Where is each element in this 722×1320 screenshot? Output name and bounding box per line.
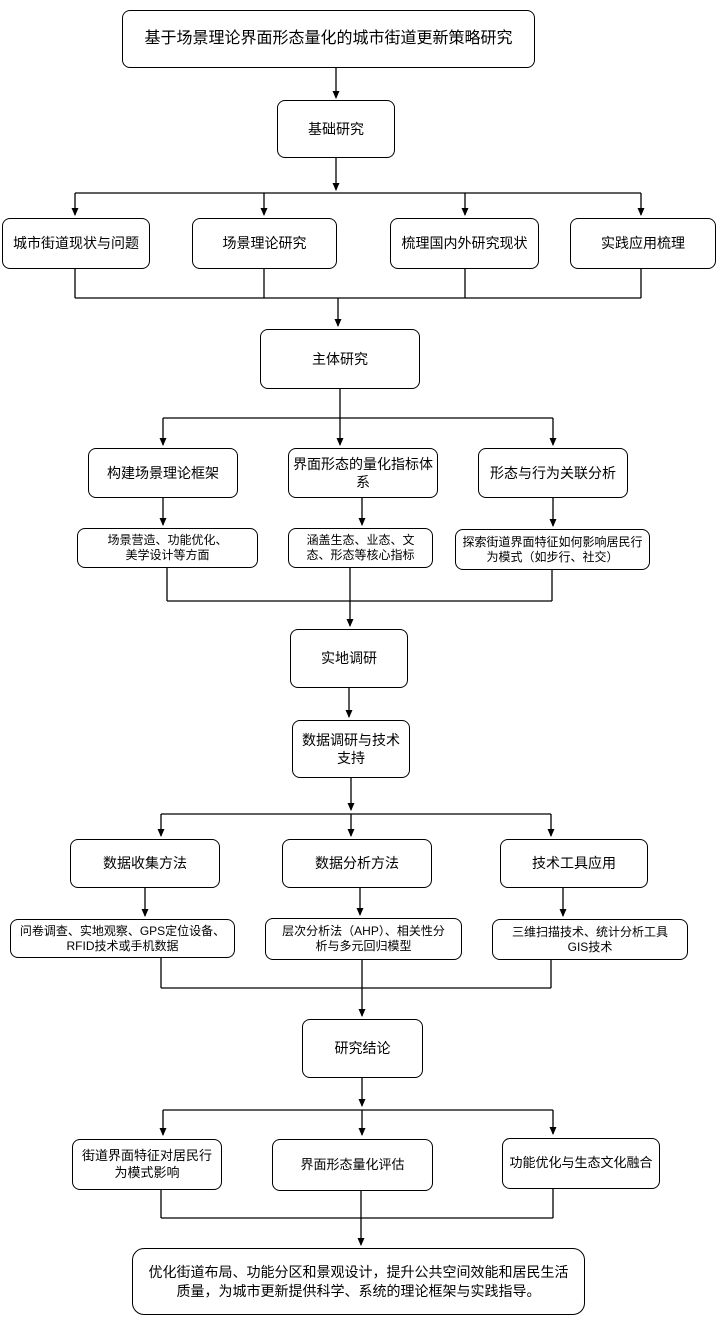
node-collection-detail: 问卷调查、实地观察、GPS定位设备、 RFID技术或手机数据	[10, 919, 235, 958]
merge-to-main-research	[74, 269, 642, 327]
node-tools-detail: 三维扫描技术、统计分析工具 GIS技术	[492, 919, 688, 960]
distributor-conclusion	[159, 1078, 557, 1136]
distributor-basic-research	[71, 158, 645, 216]
node-framework-detail: 场景营造、功能优化、 美学设计等方面	[77, 528, 258, 568]
node-behavior-detail: 探索街道界面特征如何影响居民行 为模式（如步行、社交）	[455, 529, 650, 570]
node-conclusion-behavior: 街道界面特征对居民行 为模式影响	[72, 1139, 222, 1190]
merge-to-conclusion	[160, 958, 552, 1017]
distributor-data-support	[157, 778, 555, 837]
node-analysis-detail: 层次分析法（AHP）、相关性分 析与多元回归模型	[265, 918, 462, 960]
node-current-issues: 城市街道现状与问题	[2, 218, 150, 269]
distributor-main-research	[159, 389, 557, 446]
merge-to-final	[160, 1189, 554, 1246]
node-conclusion: 研究结论	[302, 1019, 423, 1078]
node-main-research: 主体研究	[260, 329, 420, 389]
node-research-title: 基于场景理论界面形态量化的城市街道更新策略研究	[122, 10, 535, 68]
merge-to-field-survey	[166, 568, 553, 627]
node-conclusion-evaluation: 界面形态量化评估	[272, 1139, 433, 1191]
node-quant-indicators: 界面形态的量化指标体 系	[288, 448, 438, 498]
node-literature-review: 梳理国内外研究现状	[390, 218, 539, 269]
node-form-behavior-analysis: 形态与行为关联分析	[478, 448, 628, 498]
node-field-survey: 实地调研	[290, 629, 408, 688]
node-data-collection: 数据收集方法	[70, 839, 220, 888]
node-data-analysis: 数据分析方法	[282, 839, 432, 888]
node-data-support: 数据调研与技术 支持	[292, 720, 410, 778]
connectors-level2-details	[159, 498, 557, 527]
node-conclusion-fusion: 功能优化与生态文化融合	[502, 1138, 660, 1189]
node-theory-framework: 构建场景理论框架	[88, 448, 238, 498]
node-basic-research: 基础研究	[277, 100, 395, 158]
node-practice-review: 实践应用梳理	[570, 218, 716, 269]
node-tech-tools: 技术工具应用	[500, 839, 648, 888]
node-indicators-detail: 涵盖生态、业态、文 态、形态等核心指标	[288, 528, 433, 568]
node-final-statement: 优化街道布局、功能分区和景观设计，提升公共空间效能和居民生活 质量，为城市更新提…	[132, 1248, 585, 1315]
connectors-methods-details	[141, 888, 567, 917]
node-scene-theory: 场景理论研究	[192, 218, 337, 269]
